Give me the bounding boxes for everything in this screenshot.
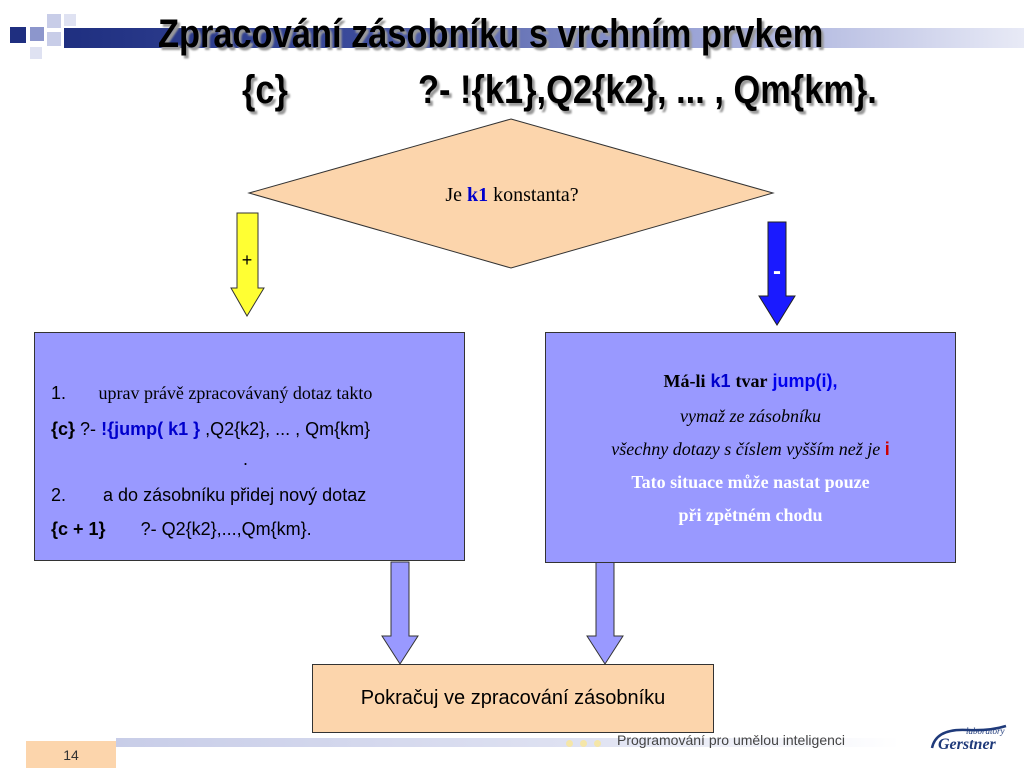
right-action-box: Má-li k1 tvar jump(i), vymaž ze zásobník… bbox=[545, 332, 956, 563]
plus-arrow bbox=[230, 212, 265, 317]
minus-arrow bbox=[758, 221, 796, 326]
right-line4: Tato situace může nastat pouze bbox=[631, 472, 870, 492]
decision-diamond bbox=[247, 118, 775, 269]
left-line4: 2. a do zásobníku přidej nový dotaz bbox=[51, 485, 366, 506]
gerstner-logo: laboratory Gerstner bbox=[928, 722, 1010, 762]
footer-course: Programování pro umělou inteligenci bbox=[617, 732, 846, 748]
step-number-1: 1. bbox=[51, 383, 67, 403]
query-rest: ,Q2{k2}, ... , Qm{km} bbox=[205, 419, 371, 439]
slide-title-line1: Zpracování zásobníku s vrchním prvkem bbox=[158, 12, 824, 56]
footer-bar bbox=[116, 738, 900, 747]
new-query-c: {c + 1} bbox=[51, 519, 106, 539]
decision-suffix: konstanta? bbox=[493, 184, 579, 206]
step1-text: uprav právě zpracovávaný dotaz takto bbox=[98, 383, 373, 403]
logo-swoosh-icon bbox=[930, 724, 1007, 749]
decision-var: k1 bbox=[467, 184, 489, 206]
decision-text: Je k1 konstanta? bbox=[349, 184, 675, 207]
step2-text: a do zásobníku přidej nový dotaz bbox=[103, 485, 367, 505]
page-number-box: 14 bbox=[26, 741, 116, 768]
left-line1: 1. uprav právě zpracovávaný dotaz takto bbox=[51, 383, 372, 404]
final-label: Pokračuj ve zpracování zásobníku bbox=[360, 687, 666, 709]
left-action-box: 1. uprav právě zpracovávaný dotaz takto … bbox=[34, 332, 465, 561]
slide-title-line2-left: {c} bbox=[242, 68, 288, 112]
right-l1-k1: k1 bbox=[710, 371, 731, 391]
final-action-box: Pokračuj ve zpracování zásobníku bbox=[312, 664, 714, 733]
left-line5: {c + 1} ?- Q2{k2},...,Qm{km}. bbox=[51, 519, 312, 540]
footer-dots bbox=[566, 738, 610, 748]
query-c: {c} bbox=[51, 419, 76, 439]
new-query-rest: ?- Q2{k2},...,Qm{km}. bbox=[140, 519, 312, 539]
step-number-2: 2. bbox=[51, 485, 67, 505]
header-bar bbox=[64, 28, 1024, 48]
query-jump: !{jump( k1 } bbox=[101, 419, 201, 439]
right-l1-a: Má-li bbox=[663, 371, 706, 391]
right-l1-b: tvar bbox=[735, 371, 768, 391]
slide-title-line2-right: ?- !{k1},Q2{k2}, ... , Qm{km}. bbox=[418, 68, 877, 112]
right-line2: vymaž ze zásobníku bbox=[680, 406, 821, 426]
query-q: ?- bbox=[80, 419, 97, 439]
right-line5: při zpětném chodu bbox=[678, 505, 823, 525]
left-down-arrow bbox=[381, 561, 419, 665]
right-l3-a: všechny dotazy s číslem vyšším než je bbox=[611, 439, 881, 459]
page-number: 14 bbox=[63, 747, 79, 763]
right-line1: Má-li k1 tvar jump(i), bbox=[546, 371, 955, 392]
logo-small-text: laboratory bbox=[966, 726, 1005, 736]
right-down-arrow bbox=[586, 561, 624, 665]
left-line2: {c} ?- !{jump( k1 } ,Q2{k2}, ... , Qm{km… bbox=[51, 419, 370, 440]
logo-main-text: Gerstner bbox=[938, 736, 996, 753]
right-l1-jump: jump(i), bbox=[772, 371, 838, 391]
left-dot: . bbox=[243, 449, 249, 469]
header-decoration bbox=[0, 0, 1024, 80]
plus-label: + bbox=[241, 250, 253, 270]
minus-label: - bbox=[773, 258, 781, 285]
right-line3: všechny dotazy s číslem vyšším než je i bbox=[546, 439, 955, 460]
decision-prefix: Je bbox=[445, 184, 462, 206]
right-l3-i: i bbox=[884, 439, 890, 459]
